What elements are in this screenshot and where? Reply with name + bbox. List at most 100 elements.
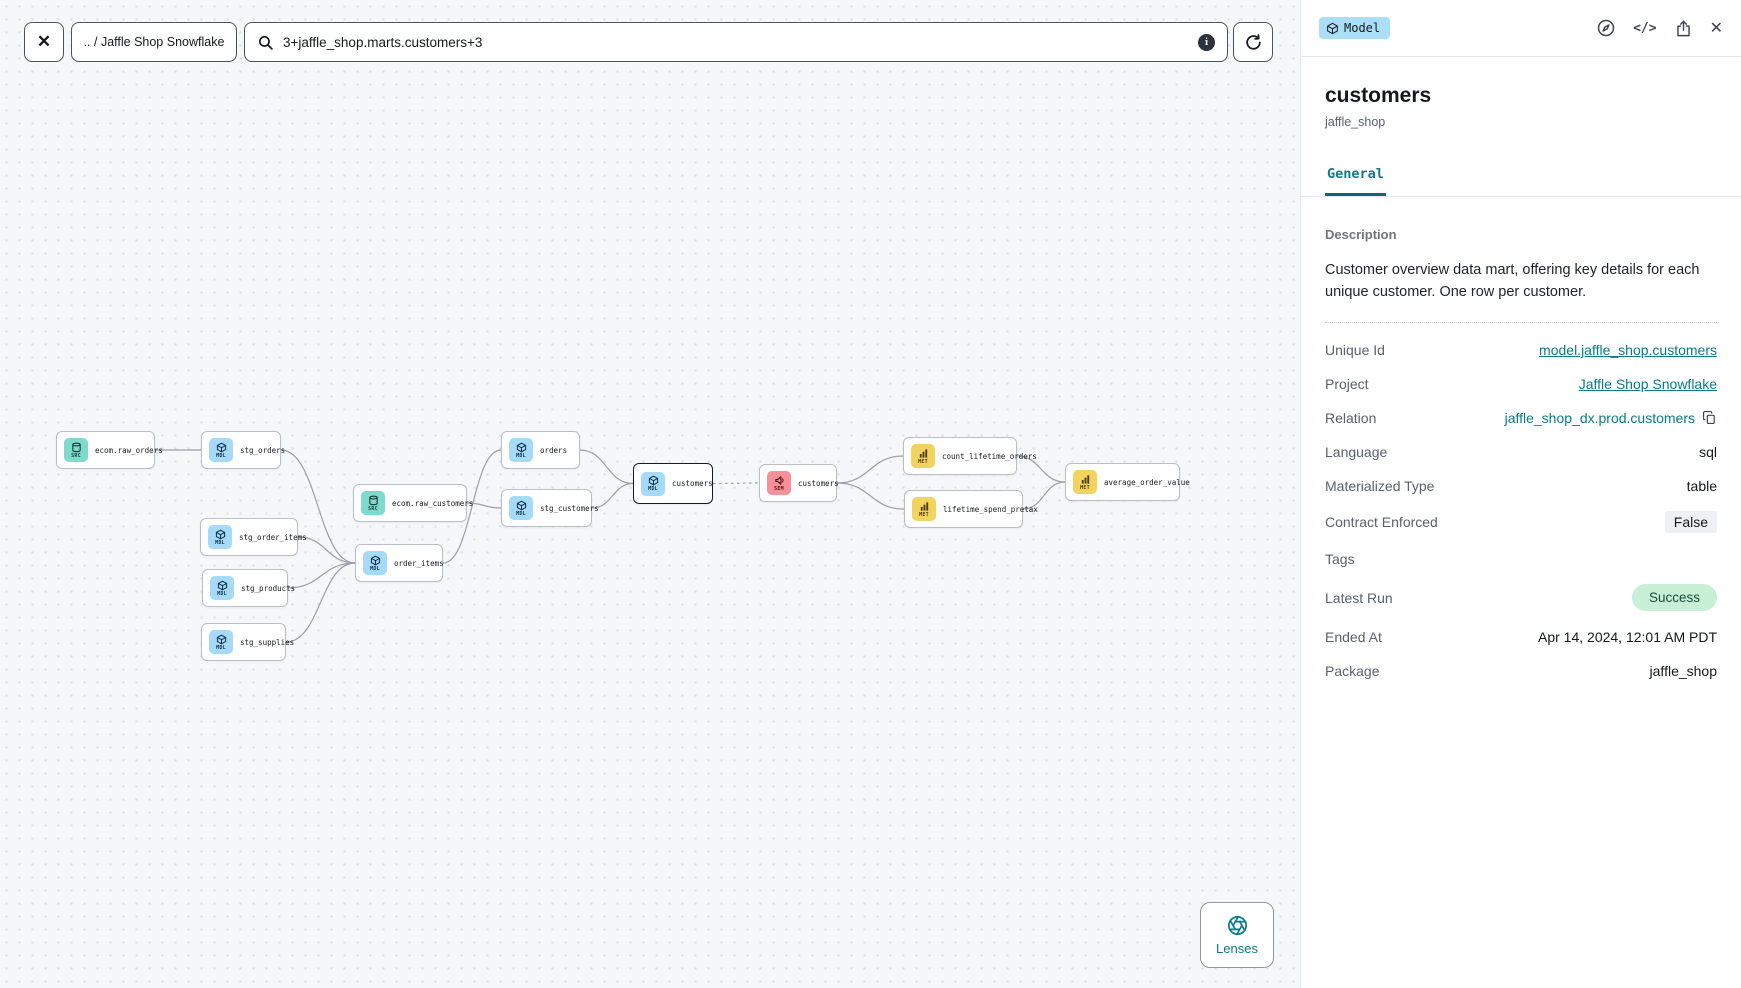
info-icon[interactable]: i xyxy=(1198,33,1215,51)
node-label: customers xyxy=(798,478,839,488)
node-raw_customers[interactable]: SRC ecom.raw_customers xyxy=(353,484,473,522)
node-stg_orders[interactable]: MDL stg_orders xyxy=(201,431,285,469)
divider xyxy=(1325,321,1717,323)
resource-type-label: Model xyxy=(1344,21,1381,35)
edge-customers_sem-to-lifetime_spend_pretax xyxy=(836,482,905,510)
model-icon: MDL xyxy=(509,438,533,462)
edge-raw_customers-to-stg_customers xyxy=(466,502,502,509)
lenses-button[interactable]: Lenses xyxy=(1200,902,1274,968)
edge-stg_order_items-to-order_items xyxy=(297,536,356,564)
view-code-button[interactable]: </> xyxy=(1633,20,1657,36)
relation-value: jaffle_shop_dx.prod.customers xyxy=(1504,409,1695,426)
edge-lifetime_spend_pretax-to-average_order_value xyxy=(1022,481,1066,510)
node-label: stg_products xyxy=(241,583,296,593)
lineage-search[interactable]: i xyxy=(244,22,1228,62)
cube-icon xyxy=(1327,22,1338,34)
description-label: Description xyxy=(1325,227,1397,242)
field-row: Latest Run Success xyxy=(1325,576,1717,620)
model-icon: MDL xyxy=(210,576,234,600)
edge-stg_products-to-order_items xyxy=(287,562,356,589)
page-title: customers xyxy=(1325,84,1432,107)
field-label: Ended At xyxy=(1325,628,1382,645)
close-panel-button[interactable]: ✕ xyxy=(1709,20,1723,37)
node-label: stg_orders xyxy=(240,445,286,455)
semantic-model-icon: SEM xyxy=(767,471,791,495)
lineage-edges xyxy=(154,449,1066,643)
resource-detail-panel: Model </> ✕ xyxy=(1300,0,1741,988)
field-label: Language xyxy=(1325,443,1388,460)
compass-icon xyxy=(1597,19,1615,37)
edge-customers_sem-to-count_lifetime_orders xyxy=(836,455,904,484)
field-value: jaffle_shop_dx.prod.customers xyxy=(1505,410,1717,426)
edge-stg_orders-to-order_items xyxy=(280,449,356,564)
tab-general[interactable]: General xyxy=(1325,166,1386,196)
node-customers_sem[interactable]: SEM customers xyxy=(759,464,839,502)
model-icon: MDL xyxy=(209,630,233,654)
edge-customers_model-to-customers_sem xyxy=(712,482,760,485)
edge-order_items-to-orders xyxy=(442,449,502,564)
field-label: Unique Id xyxy=(1325,341,1385,358)
refresh-icon xyxy=(1245,33,1261,50)
close-icon: ✕ xyxy=(36,32,52,51)
field-label: Materialized Type xyxy=(1325,477,1435,494)
description-text: Customer overview data mart, offering ke… xyxy=(1325,262,1700,301)
share-button[interactable] xyxy=(1674,19,1693,38)
field-label: Latest Run xyxy=(1325,589,1393,606)
edge-stg_customers-to-customers_model xyxy=(591,482,634,509)
field-label: Contract Enforced xyxy=(1325,514,1438,531)
lenses-label: Lenses xyxy=(1216,941,1258,956)
close-lineage-button[interactable]: ✕ xyxy=(24,22,64,62)
node-label: stg_order_items xyxy=(239,532,307,542)
node-count_lifetime_orders[interactable]: MET count_lifetime_orders xyxy=(903,437,1037,475)
node-stg_products[interactable]: MDL stg_products xyxy=(202,569,295,607)
field-row: Unique Id model.jaffle_shop.customers xyxy=(1325,333,1717,367)
field-value: False xyxy=(1664,511,1717,534)
field-value[interactable]: Jaffle Shop Snowflake xyxy=(1578,375,1717,392)
metric-icon: MET xyxy=(912,497,936,521)
refresh-button[interactable] xyxy=(1233,22,1273,62)
field-value: table xyxy=(1686,477,1717,494)
copy-icon[interactable] xyxy=(1702,410,1717,425)
model-icon: MDL xyxy=(209,438,233,462)
field-row: Materialized Type table xyxy=(1325,469,1717,503)
lenses-icon xyxy=(1227,915,1247,936)
status-badge: Success xyxy=(1631,584,1717,612)
node-label: lifetime_spend_pretax xyxy=(943,504,1038,514)
search-input[interactable] xyxy=(283,34,1189,50)
explore-lineage-button[interactable] xyxy=(1596,18,1616,38)
database-icon: SRC xyxy=(64,438,88,462)
resource-type-badge: Model xyxy=(1319,17,1391,39)
node-label: customers xyxy=(672,479,713,488)
panel-body: Description Customer overview data mart,… xyxy=(1301,197,1741,688)
panel-actions: </> ✕ xyxy=(1596,18,1723,38)
node-lifetime_spend_pretax[interactable]: MET lifetime_spend_pretax xyxy=(904,490,1038,528)
node-label: ecom.raw_customers xyxy=(392,498,474,508)
node-label: stg_customers xyxy=(540,503,599,513)
field-value[interactable]: model.jaffle_shop.customers xyxy=(1539,341,1717,358)
breadcrumb[interactable]: .. / Jaffle Shop Snowflake xyxy=(71,22,237,62)
field-label: Package xyxy=(1325,662,1380,679)
field-row: Tags xyxy=(1325,542,1717,576)
metric-icon: MET xyxy=(911,444,935,468)
node-label: count_lifetime_orders xyxy=(942,451,1037,461)
database-icon: SRC xyxy=(361,491,385,515)
edge-count_lifetime_orders-to-average_order_value xyxy=(1016,455,1066,483)
field-row: Contract Enforced False xyxy=(1325,503,1717,542)
panel-header: Model </> ✕ xyxy=(1301,0,1741,57)
metric-icon: MET xyxy=(1073,470,1097,494)
node-customers_model[interactable]: MDL customers xyxy=(633,463,713,504)
model-icon: MDL xyxy=(641,471,665,496)
